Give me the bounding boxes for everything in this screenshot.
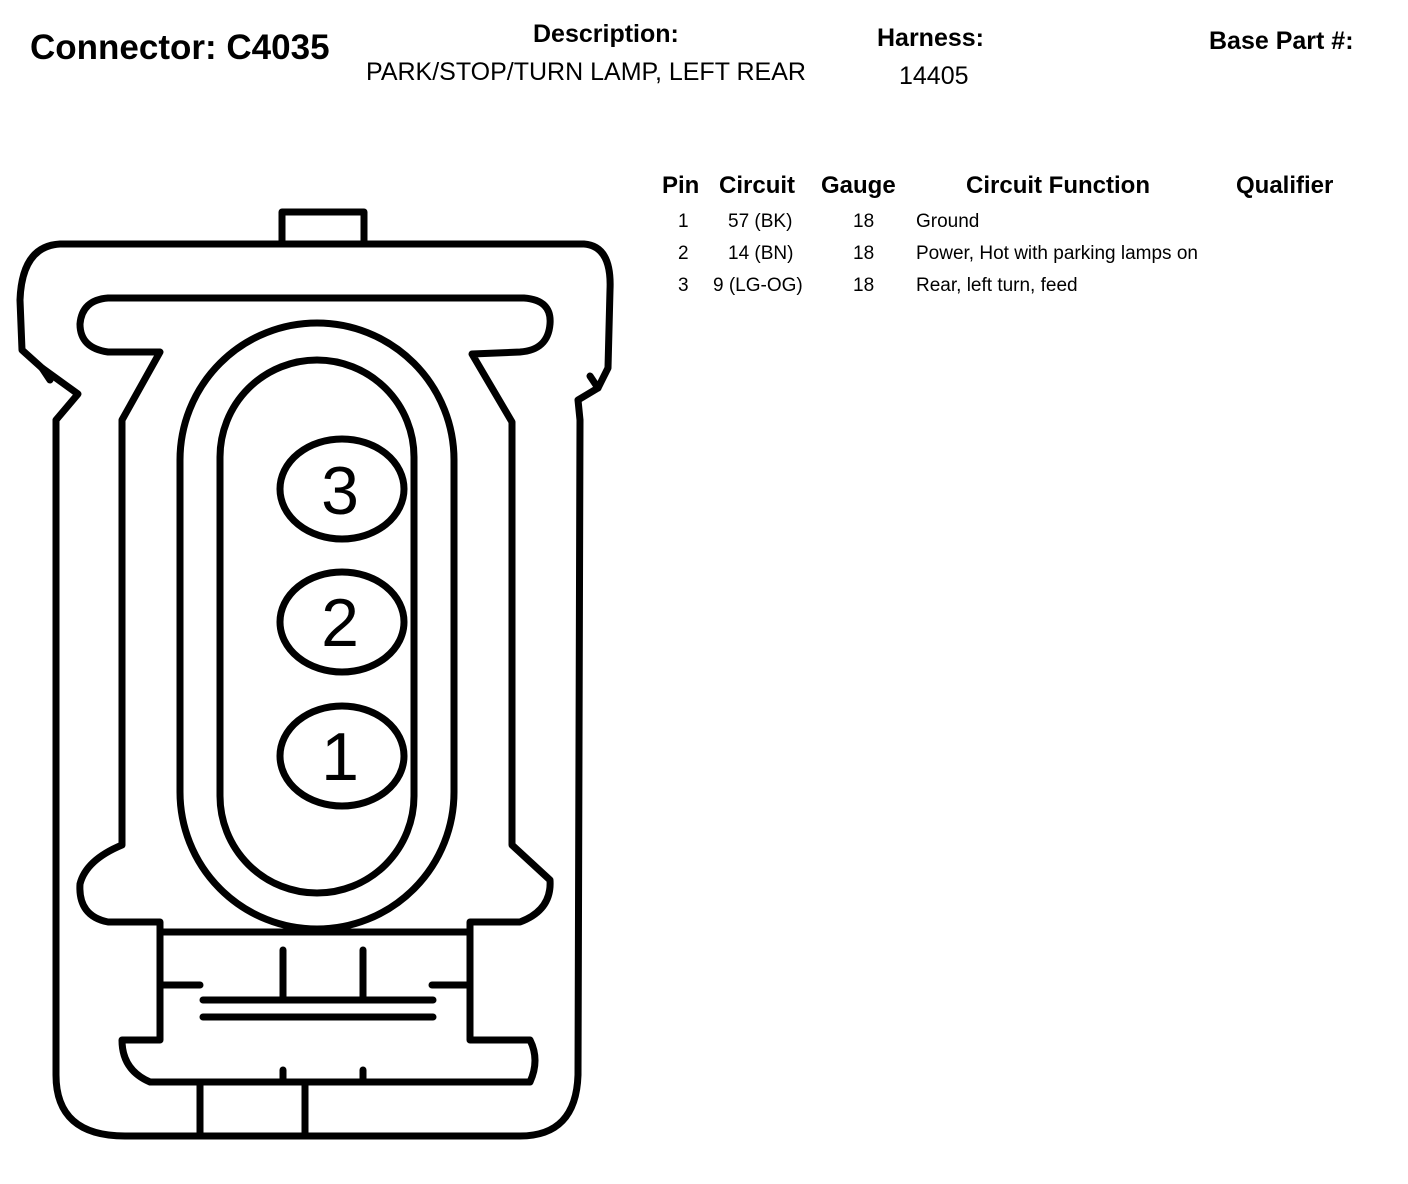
pin-1: 1 [276, 702, 408, 810]
row-function: Rear, left turn, feed [916, 275, 1078, 296]
row-pin: 2 [678, 243, 689, 264]
connector-title: Connector: C4035 [30, 28, 330, 68]
header-pin: Pin [662, 172, 700, 199]
description-label: Description: [533, 20, 679, 48]
row-circuit: 14 (BN) [728, 243, 794, 264]
row-gauge: 18 [853, 211, 875, 232]
header-gauge: Gauge [821, 172, 896, 199]
header-circuit: Circuit [719, 172, 796, 199]
row-pin: 3 [678, 275, 689, 296]
harness-label: Harness: [877, 24, 984, 52]
base-part-label: Base Part #: [1209, 27, 1354, 55]
row-function: Ground [916, 211, 980, 232]
header-function: Circuit Function [966, 172, 1150, 199]
pin-3: 3 [276, 435, 408, 543]
row-gauge: 18 [853, 275, 875, 296]
top-latch-tab [278, 208, 368, 248]
row-function: Power, Hot with parking lamps on [916, 243, 1198, 264]
connector-id: C4035 [226, 28, 330, 67]
header-qualifier: Qualifier [1236, 172, 1334, 199]
bottom-tab [196, 1081, 309, 1140]
pin-1-label: 1 [321, 719, 359, 795]
row-circuit: 57 (BK) [728, 211, 793, 232]
pin-3-label: 3 [321, 453, 359, 529]
pin-2: 2 [276, 568, 408, 676]
inner-housing [76, 294, 554, 1086]
side-notches [38, 364, 602, 392]
outer-housing [16, 240, 614, 1140]
description-value: PARK/STOP/TURN LAMP, LEFT REAR [366, 58, 806, 86]
pin-cavity [176, 319, 458, 933]
row-circuit: 9 (LG-OG) [713, 275, 803, 296]
connector-label: Connector: [30, 28, 217, 67]
harness-value: 14405 [899, 62, 969, 90]
pin-2-label: 2 [321, 585, 359, 661]
bottom-keying [156, 928, 474, 1086]
row-pin: 1 [678, 211, 689, 232]
connector-face-diagram: 3 2 1 [16, 208, 614, 1140]
row-gauge: 18 [853, 243, 875, 264]
